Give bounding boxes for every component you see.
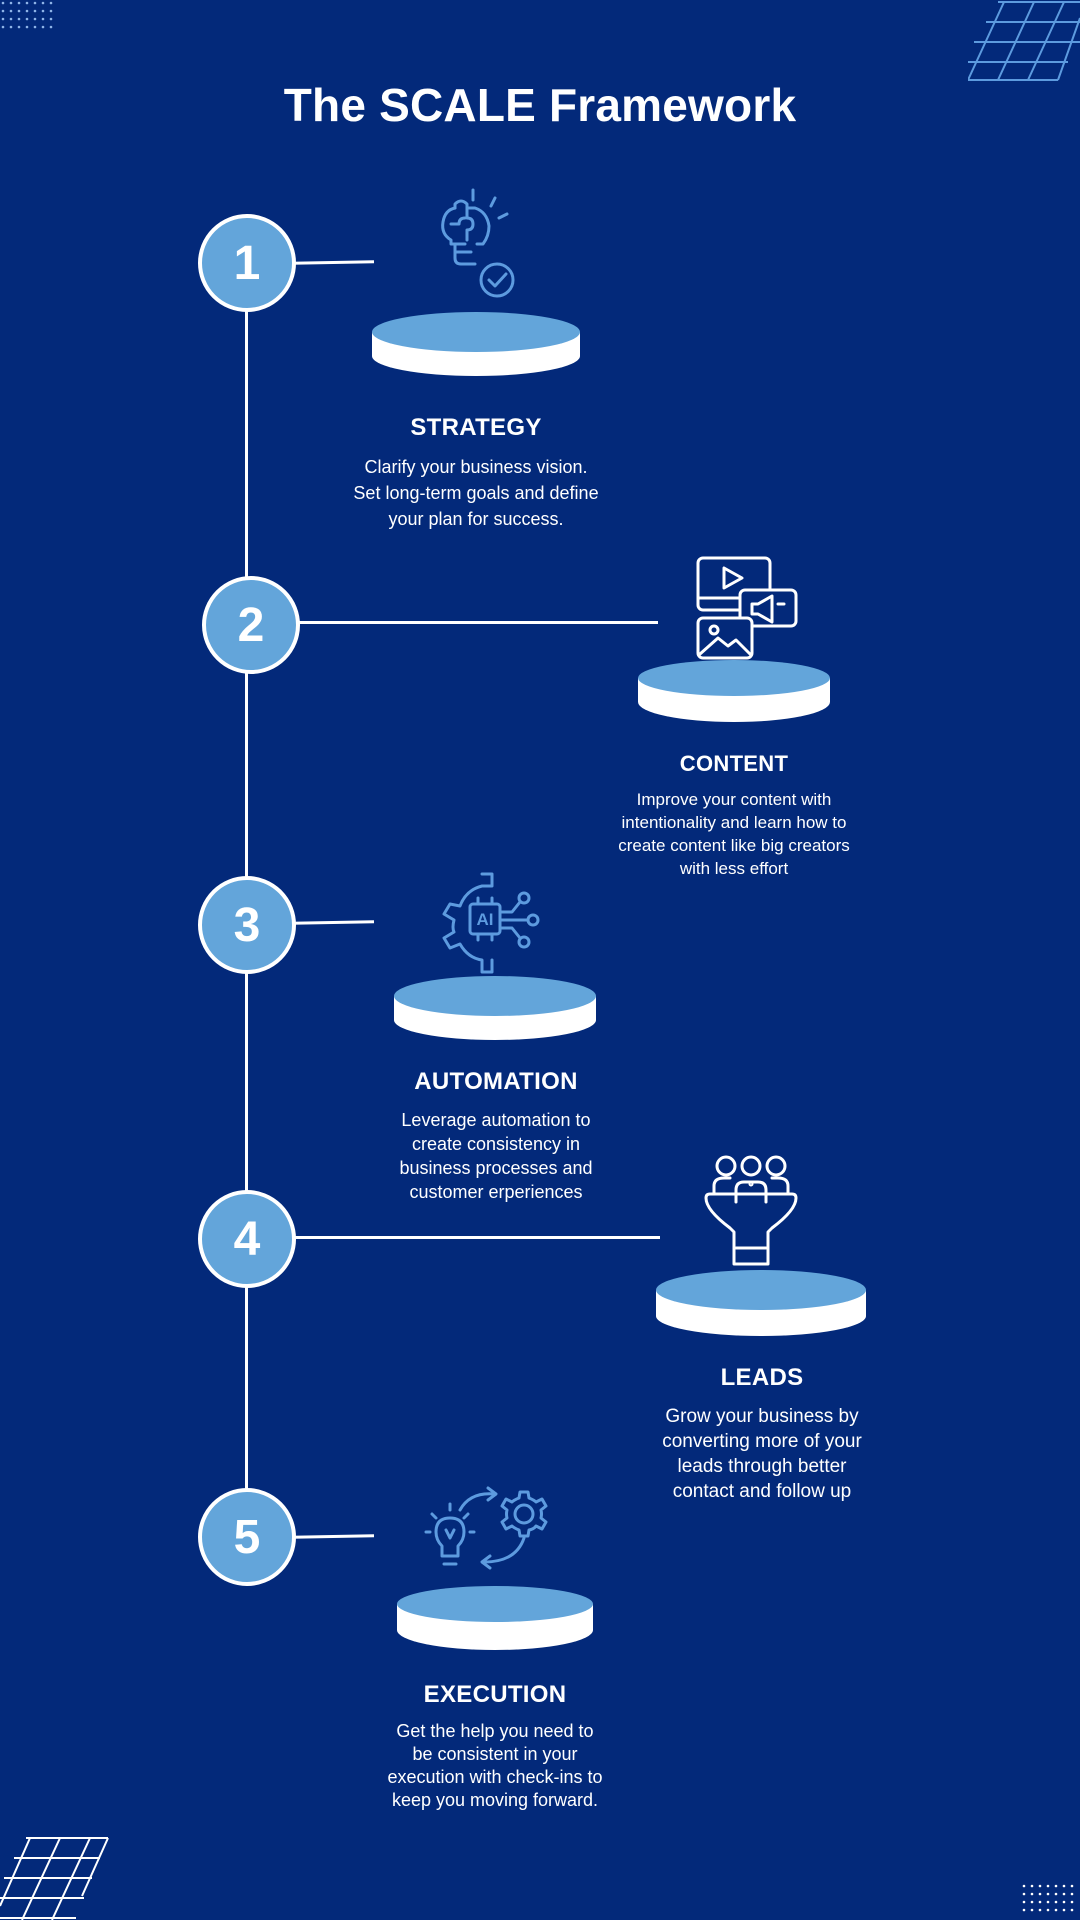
step-number-badge: 4	[198, 1190, 296, 1288]
connector-line	[291, 260, 375, 265]
step-title: CONTENT	[679, 751, 789, 776]
step-description: Leverage automation to create consistenc…	[399, 1110, 593, 1202]
step-title: EXECUTION	[423, 1681, 567, 1708]
step-number-badge: 1	[198, 214, 296, 312]
step-title: LEADS	[720, 1364, 804, 1391]
people-funnel-icon	[704, 1155, 798, 1266]
ai-gear-icon: AI	[442, 872, 540, 974]
page-title: The SCALE Framework	[283, 79, 797, 131]
step-pedestal	[394, 976, 596, 1040]
step-description: Clarify your business vision. Set long-t…	[353, 457, 599, 529]
connector-line	[291, 1534, 375, 1539]
step-pedestal	[656, 1270, 866, 1336]
step-description: Get the help you need to be consistent i…	[387, 1721, 603, 1810]
hatch-grid-decoration	[0, 1837, 109, 1920]
step-number-badge: 3	[198, 876, 296, 974]
step-description: Grow your business by converting more of…	[662, 1406, 862, 1502]
dot-grid-decoration	[1022, 1884, 1074, 1912]
dot-grid-decoration	[1, 1, 53, 29]
step-pedestal	[638, 660, 830, 722]
connector-line	[292, 621, 658, 624]
media-content-icon	[696, 556, 798, 660]
svg-text:AI: AI	[477, 910, 494, 929]
step-description: Improve your content with intentionality…	[618, 790, 850, 878]
step-number-badge: 2	[202, 576, 300, 674]
bulb-gear-cycle-icon	[424, 1486, 548, 1570]
hatch-grid-decoration	[968, 1, 1080, 81]
connector-line	[291, 920, 375, 925]
step-number-badge: 5	[198, 1488, 296, 1586]
step-title: STRATEGY	[410, 414, 542, 441]
puzzle-bulb-check-icon	[441, 188, 515, 298]
step-pedestal	[372, 312, 580, 376]
step-pedestal	[397, 1586, 593, 1650]
connector-line	[292, 1236, 660, 1239]
step-title: AUTOMATION	[414, 1068, 578, 1095]
